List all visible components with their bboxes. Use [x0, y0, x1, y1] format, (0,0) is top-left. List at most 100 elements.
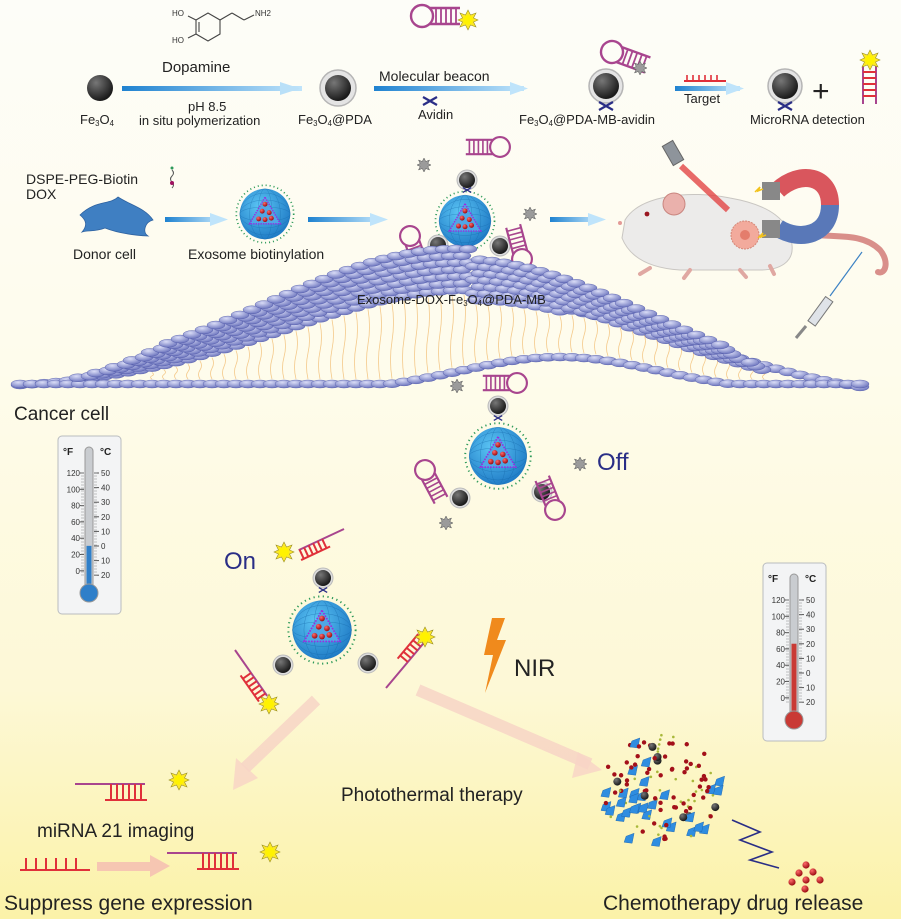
suppress-fluorophore: [259, 841, 281, 863]
molecular-beacon-icon: [409, 3, 462, 29]
biotinylated-exosome: [235, 184, 295, 244]
suppress-arrow: [97, 855, 170, 877]
released-duplex: [859, 49, 881, 104]
fahrenheit-tick: 0: [76, 567, 81, 576]
fahrenheit-tick: 40: [776, 661, 785, 670]
fahrenheit-tick: 100: [772, 612, 786, 621]
fahrenheit-tick: 0: [781, 694, 786, 703]
dopamine-structure: [187, 12, 255, 42]
molecular-beacon-label: Molecular beacon: [379, 68, 490, 84]
imaging-fluorophore: [168, 769, 190, 791]
arrow-to-imaging: [233, 695, 321, 790]
arrow-target-head: [726, 82, 744, 95]
avidin-icon: [421, 95, 439, 107]
celsius-tick: 10: [101, 557, 110, 566]
off-state-complex: [410, 372, 588, 531]
celsius-tick: 0: [101, 542, 106, 551]
cancer-cell-label: Cancer cell: [14, 404, 110, 425]
fe3o4-pda-mb-avidin: [588, 36, 653, 112]
celsius-unit: °C: [805, 574, 816, 585]
target-label: Target: [684, 91, 721, 106]
fahrenheit-tick: 80: [776, 629, 785, 638]
on-state-label: On: [224, 548, 257, 575]
plus-sign: +: [812, 75, 830, 108]
biotin-linker-icon: [170, 166, 174, 189]
free-mirna-strand: [20, 858, 90, 871]
celsius-tick: 30: [101, 498, 110, 507]
arrow-molecular-beacon-head: [510, 82, 528, 95]
mercury-column: [86, 545, 92, 587]
fahrenheit-tick: 60: [71, 518, 80, 527]
disrupted-exosome-debris: [600, 733, 725, 847]
arrow-to-complex: [308, 217, 380, 222]
ph-condition: pH 8.5: [188, 99, 227, 114]
celsius-tick: 50: [101, 469, 110, 478]
nir-lightning-icon: [484, 618, 506, 693]
microrna-detection-label: MicroRNA detection: [750, 112, 865, 127]
arrow-dopamine: [122, 86, 302, 91]
arrow-target: [675, 86, 740, 91]
nir-label: NIR: [514, 655, 556, 682]
mb-avidin-label: Fe3O4@PDA-MB-avidin: [519, 112, 656, 128]
dox-label: DOX: [26, 186, 57, 202]
mouse-illustration: [618, 192, 889, 280]
on-state-complex: [234, 528, 436, 715]
fe3o4-particle: [87, 75, 113, 101]
celsius-tick: 30: [806, 625, 815, 634]
arrow-to-chemo: [415, 684, 602, 778]
celsius-tick: 40: [101, 484, 110, 493]
arrow-to-mouse: [550, 217, 598, 222]
dspe-peg-biotin-label: DSPE-PEG-Biotin: [26, 171, 139, 187]
dopamine-oh-1: HO: [172, 9, 184, 18]
celsius-tick: 0: [806, 669, 811, 678]
donor-cell-icon: [79, 196, 154, 237]
suppress-duplex: [166, 852, 240, 870]
celsius-tick: 10: [806, 654, 815, 663]
polymerization-condition: in situ polymerization: [139, 113, 261, 128]
donor-cell-label: Donor cell: [73, 246, 137, 262]
dopamine-oh-2: HO: [172, 36, 184, 45]
release-zigzag: [731, 819, 780, 869]
syringe-icon: [794, 251, 863, 339]
fahrenheit-tick: 120: [772, 596, 786, 605]
detection-particle: [767, 68, 803, 112]
fahrenheit-tick: 20: [71, 551, 80, 560]
fahrenheit-tick: 80: [71, 502, 80, 511]
chemo-release-label: Chemotherapy drug release: [603, 892, 864, 915]
celsius-tick: 50: [806, 596, 815, 605]
photothermal-label: Photothermal therapy: [341, 785, 523, 806]
arrow-to-exosome-head: [210, 213, 228, 226]
mirna-imaging-label: miRNA 21 imaging: [37, 821, 195, 842]
arrow-dopamine-head: [280, 82, 300, 95]
fahrenheit-tick: 120: [67, 469, 81, 478]
released-dox-drops: [788, 861, 824, 893]
fe3o4-pda-label: Fe3O4@PDA: [298, 112, 372, 128]
fahrenheit-unit: °F: [768, 574, 778, 585]
fahrenheit-tick: 40: [71, 534, 80, 543]
fahrenheit-tick: 20: [776, 678, 785, 687]
arrow-to-mouse-head: [588, 213, 606, 226]
fahrenheit-tick: 60: [776, 645, 785, 654]
arrow-molecular-beacon: [374, 86, 524, 91]
fluorophore-icon: [457, 9, 479, 31]
exosome-biotinylation-label: Exosome biotinylation: [188, 246, 325, 262]
celsius-tick: 20: [806, 640, 815, 649]
arrow-to-exosome: [165, 217, 220, 222]
fahrenheit-tick: 100: [67, 485, 81, 494]
dopamine-label: Dopamine: [162, 59, 231, 76]
complex-label: Exosome-DOX-Fe3O4@PDA-MB: [357, 292, 546, 308]
celsius-tick: 20: [101, 571, 110, 580]
suppress-gene-label: Suppress gene expression: [4, 892, 253, 915]
mercury-column: [791, 643, 797, 714]
celsius-tick: 10: [806, 684, 815, 693]
cell-membrane: [10, 244, 870, 392]
celsius-unit: °C: [100, 447, 111, 458]
celsius-tick: 40: [806, 611, 815, 620]
magnet-icon: [754, 169, 839, 244]
